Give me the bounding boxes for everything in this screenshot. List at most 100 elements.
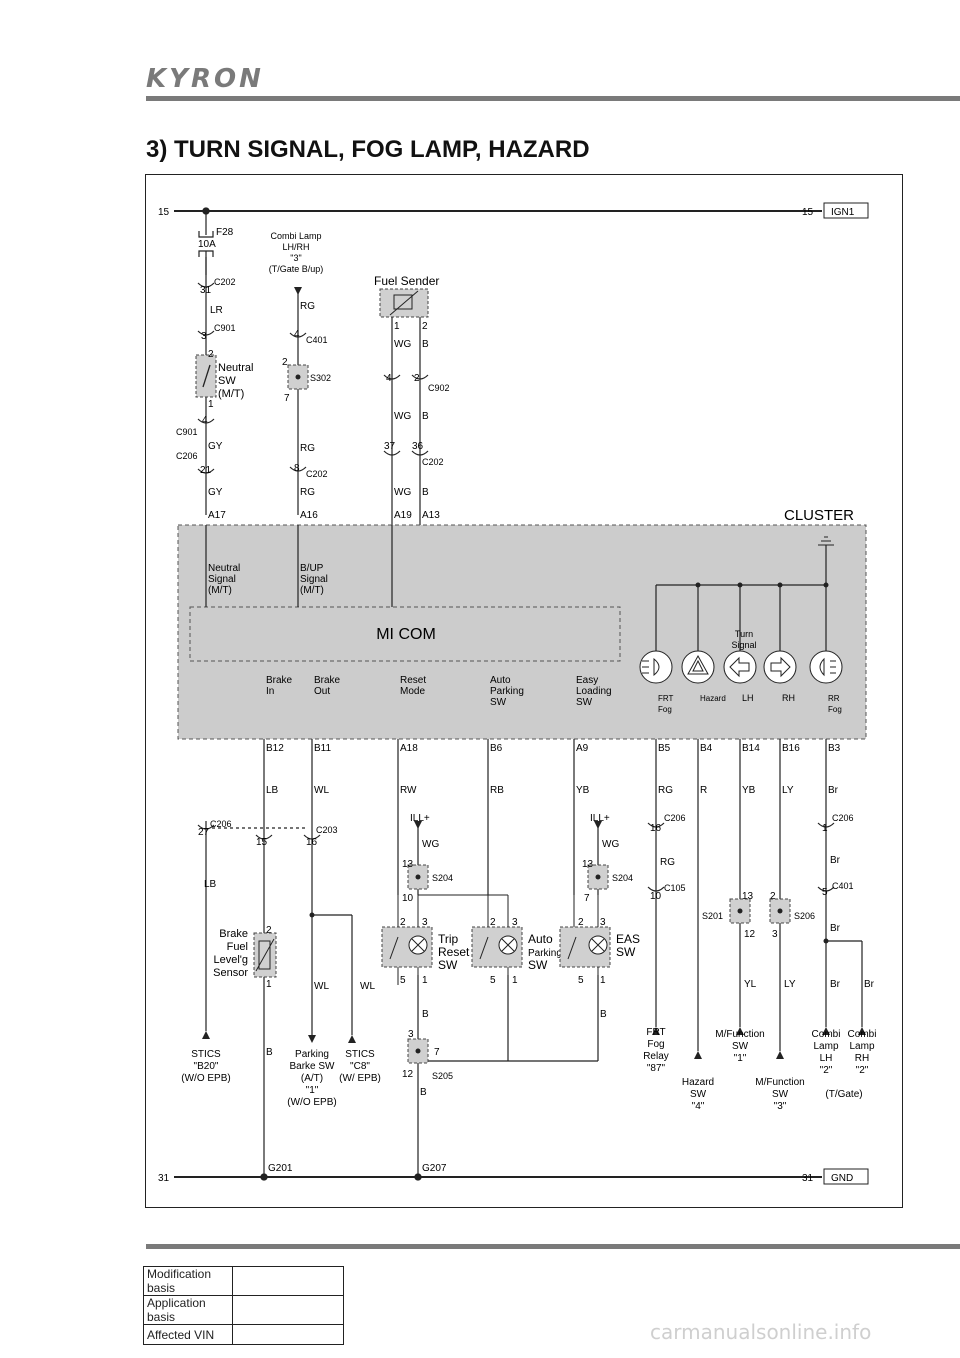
wire-lr: LR [210, 305, 223, 316]
s205-p7: 7 [434, 1047, 440, 1058]
c206b-label: C206 [664, 813, 686, 823]
s201-bot: 12 [744, 929, 756, 940]
g201-label: G201 [268, 1163, 293, 1174]
c202b-label: C202 [306, 469, 328, 479]
trip-p3: 3 [422, 917, 428, 928]
s302-top: 2 [282, 357, 288, 368]
c401-label: C401 [306, 335, 328, 345]
c206-pin: 21 [200, 465, 212, 476]
fuel-wire-wg-2: WG [394, 411, 411, 422]
affected-vin-label: Affected VIN [143, 1324, 233, 1345]
turn-right-icon [763, 650, 797, 684]
s204a-top: 13 [402, 859, 414, 870]
c202-pin: 31 [200, 285, 212, 296]
ill-plus-a: ILL+ [410, 813, 430, 824]
ground-right-num: 31 [802, 1173, 814, 1184]
ap-p3: 3 [512, 917, 518, 928]
power-right-num: 15 [802, 207, 814, 218]
cluster-label: CLUSTER [784, 507, 854, 524]
s201-label: S201 [702, 911, 723, 921]
ign1-box [823, 202, 869, 219]
application-basis-value [232, 1295, 344, 1325]
wire-rg: RG [658, 785, 673, 796]
ap-p2: 2 [490, 917, 496, 928]
fuse-id: F28 [216, 227, 234, 238]
pin-b14: B14 [742, 743, 760, 754]
fuse-symbol [198, 211, 214, 275]
c206-label: C206 [176, 451, 198, 461]
ground-left-num: 31 [158, 1173, 170, 1184]
wiring-diagram: 15 15 IGN1 31 31 GND F28 10A 31 C202 LR … [158, 202, 877, 1185]
wire-br-5: Br [864, 979, 875, 990]
wire-b-s205: B [420, 1087, 427, 1098]
gnd-box [823, 1168, 869, 1185]
wire-wl: WL [314, 785, 329, 796]
c901-pin: 3 [201, 331, 207, 342]
fuel-wire-b-3: B [422, 487, 429, 498]
c105-pin: 10 [650, 891, 662, 902]
wg-b: WG [602, 839, 619, 850]
s201-top: 13 [742, 891, 754, 902]
pin-b4: B4 [700, 743, 713, 754]
wire-br-2: Br [830, 855, 841, 866]
wg-a: WG [422, 839, 439, 850]
wire-rw: RW [400, 785, 417, 796]
eas-p3: 3 [600, 917, 606, 928]
modification-basis-value [232, 1266, 344, 1296]
wire-wl-3: WL [360, 981, 375, 992]
c202c-b: 36 [412, 441, 424, 452]
footer-rule [146, 1244, 960, 1249]
wire-rb: RB [490, 785, 504, 796]
trip-p1: 1 [422, 975, 428, 986]
s204a-label: S204 [432, 873, 453, 883]
eas-p2: 2 [578, 917, 584, 928]
c206c-label: C206 [832, 813, 854, 823]
g207-label: G207 [422, 1163, 447, 1174]
dest-tgate: (T/Gate) [825, 1089, 862, 1100]
wire-gy-1: GY [208, 441, 223, 452]
eas-p1: 1 [600, 975, 606, 986]
ap-p5: 5 [490, 975, 496, 986]
ap-p1: 1 [512, 975, 518, 986]
c901b-pin: 4 [202, 415, 208, 426]
pin-a13: A13 [422, 510, 440, 521]
dest-stics-c8: STICS"C8"(W/ EPB) [339, 1049, 381, 1084]
wire-br-3: Br [830, 923, 841, 934]
wire-yl: YL [744, 979, 757, 990]
dest-stics-b20: STICS"B20"(W/O EPB) [181, 1049, 230, 1084]
table-row: Affected VIN [143, 1324, 344, 1345]
header-rule [146, 96, 960, 101]
c206b-pin: 16 [650, 823, 662, 834]
c902-a: 4 [386, 373, 392, 384]
c206c-pin: 1 [822, 823, 828, 834]
s204b-label: S204 [612, 873, 633, 883]
wire-br-4: Br [830, 979, 841, 990]
c401b-pin: 5 [822, 887, 828, 898]
wire-gy-2: GY [208, 487, 223, 498]
c206a-label: C206 [210, 819, 232, 829]
wire-lb: LB [266, 785, 279, 796]
power-left-num: 15 [158, 207, 170, 218]
lh-label: LH [742, 693, 754, 703]
wire-wl-2: WL [314, 981, 329, 992]
table-row: Application basis [143, 1295, 344, 1325]
auto-parking-sw [418, 894, 523, 975]
c203-left: 15 [256, 837, 268, 848]
c401b-label: C401 [832, 881, 854, 891]
wire-yb: YB [576, 785, 590, 796]
pin-a19: A19 [394, 510, 412, 521]
rh-label: RH [782, 693, 795, 703]
